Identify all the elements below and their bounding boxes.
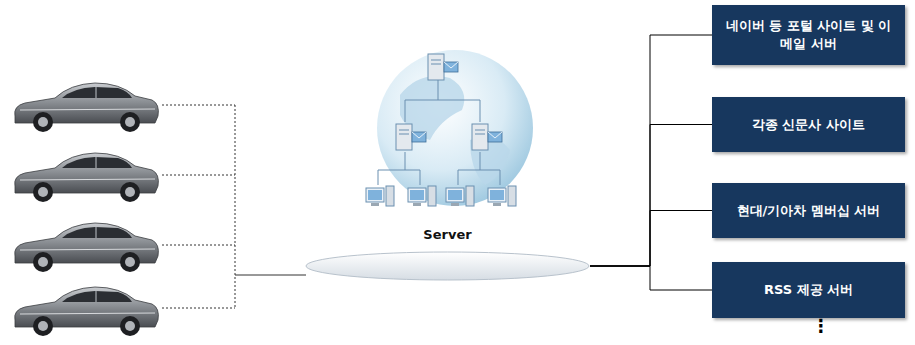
service-box: RSS 제공 서버: [712, 262, 905, 318]
service-box: 현대/기아차 멤버십 서버: [712, 183, 905, 238]
continuation-dots: ⋮: [812, 316, 830, 336]
service-box: 네이버 등 포털 사이트 및 이메일 서버: [712, 5, 905, 65]
box-label: RSS 제공 서버: [764, 281, 853, 299]
connector-line: [590, 125, 712, 267]
car-image: [15, 153, 159, 202]
connector-line: [590, 211, 712, 267]
server-label: Server: [305, 226, 590, 244]
connector-line: [590, 266, 712, 290]
server-ellipse-shape: [305, 250, 590, 282]
server-ellipse: Server: [305, 226, 590, 284]
box-label: 네이버 등 포털 사이트 및 이메일 서버: [722, 17, 895, 52]
network-icon: [366, 50, 533, 206]
car-image: [15, 83, 159, 132]
car-wire: [162, 105, 235, 308]
box-label: 각종 신문사 사이트: [752, 116, 865, 134]
car-wire: [235, 275, 306, 276]
service-box: 각종 신문사 사이트: [712, 97, 905, 152]
car-image: [15, 287, 159, 336]
box-label: 현대/기아차 멤버십 서버: [737, 202, 881, 220]
connector-line: [590, 35, 712, 266]
car-image: [15, 223, 159, 272]
